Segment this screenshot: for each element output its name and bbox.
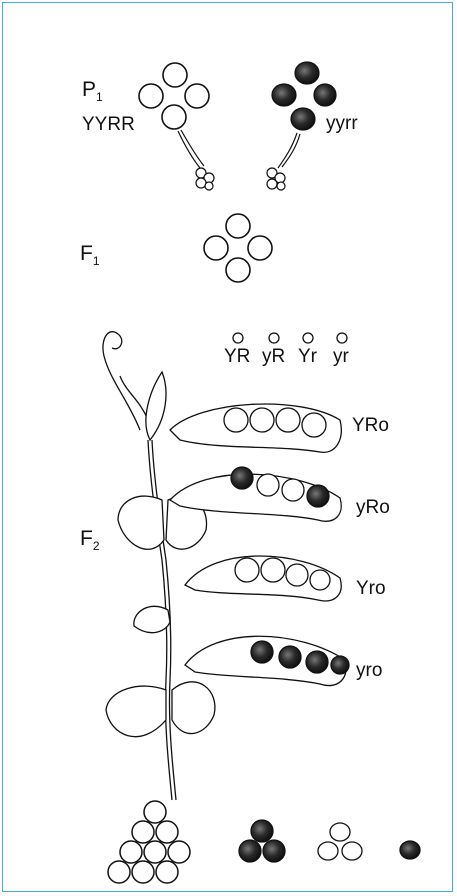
wrinkled-green-seed (295, 62, 319, 84)
wrinkled-green-seed (291, 108, 315, 130)
gamete-cell (205, 182, 213, 190)
seed (239, 840, 261, 862)
gamete-clusters (196, 168, 285, 190)
pod-Yro (185, 556, 341, 601)
seed (318, 842, 338, 860)
pod-yro (185, 636, 349, 685)
pea-in-pod (282, 479, 304, 501)
pea-in-pod (306, 651, 328, 673)
round-yellow-seed (139, 84, 163, 108)
gamete-circle-yr (337, 333, 347, 343)
pea-plant (103, 332, 215, 800)
seed-group-wrinkled-green (400, 841, 420, 859)
pollen-tube-left (178, 131, 200, 168)
seed (330, 823, 350, 841)
pollen-tube-right-2 (282, 134, 300, 167)
leaflet (146, 372, 166, 440)
pea-in-pod (302, 413, 326, 437)
gamete-pollen-tubes (178, 130, 300, 168)
leaflet (106, 686, 166, 737)
seed (263, 840, 285, 862)
round-yellow-seed (162, 105, 186, 129)
pea-in-pod (307, 485, 329, 507)
round-yellow-seed (185, 84, 209, 108)
f1-seeds (204, 214, 272, 282)
tendril (103, 332, 140, 430)
stipule (134, 606, 170, 632)
pollen-tube-left-2 (181, 130, 204, 166)
wrinkled-green-seed (272, 84, 296, 106)
round-yellow-seed (204, 236, 228, 260)
seed (251, 820, 273, 842)
seed (132, 861, 154, 883)
round-yellow-seed (248, 236, 272, 260)
gamete-cell (267, 179, 277, 189)
pea-in-pod (257, 474, 279, 496)
seed (156, 861, 178, 883)
pea-in-pod (310, 570, 330, 590)
pollen-tube-right (278, 133, 297, 168)
pod-YRo (170, 404, 341, 452)
gamete-circles (233, 333, 347, 343)
gamete-circle-Yr (303, 333, 313, 343)
seed (342, 842, 362, 860)
round-yellow-seed (226, 214, 250, 238)
pea-in-pod (261, 558, 285, 582)
seed (400, 841, 420, 859)
pea-in-pod (279, 646, 301, 668)
seed-group-round-yellow (108, 801, 190, 883)
gamete-circle-YR (233, 333, 243, 343)
round-yellow-seed (163, 63, 187, 87)
p1-dominant-seeds (139, 63, 209, 129)
pea-in-pod (250, 408, 274, 432)
seed (132, 821, 154, 843)
seed (120, 841, 142, 863)
pea-in-pod (231, 467, 253, 489)
seed-group-round-green (239, 820, 285, 862)
leaflet (172, 682, 215, 734)
round-yellow-seed (226, 258, 250, 282)
seed (168, 841, 190, 863)
seed (156, 821, 178, 843)
gamete-circle-yR (269, 333, 279, 343)
pea-in-pod (331, 656, 349, 674)
pea-in-pod (224, 408, 248, 432)
pea-in-pod (251, 641, 273, 663)
gamete-cell (277, 182, 285, 190)
pea-in-pod (286, 564, 308, 586)
pea-in-pod (276, 408, 300, 432)
pea-in-pod (235, 558, 259, 582)
seed (144, 801, 166, 823)
wrinkled-green-seed (314, 84, 336, 106)
leaflet (118, 496, 164, 549)
seed (144, 841, 166, 863)
seed (108, 861, 130, 883)
p1-recessive-seeds (272, 62, 336, 130)
seed-group-wrinkled-yellow (318, 823, 362, 860)
